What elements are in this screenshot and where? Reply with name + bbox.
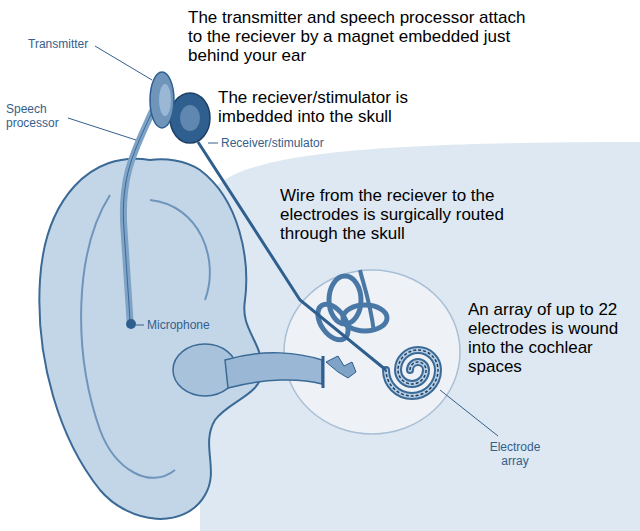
leader-line xyxy=(440,390,498,436)
speech-processor-edge xyxy=(123,112,152,320)
auditory-nerve xyxy=(360,270,374,332)
eardrum xyxy=(322,356,325,388)
ossicles xyxy=(326,356,356,378)
microphone xyxy=(126,319,136,329)
part-label: Receiver/stimulator xyxy=(221,136,361,150)
part-label: Speech processor xyxy=(6,102,70,130)
outer-ear xyxy=(39,159,262,519)
cochlea xyxy=(386,350,438,396)
speech-processor xyxy=(123,112,152,320)
temporal-bone xyxy=(284,270,460,434)
transmitter xyxy=(150,72,174,128)
part-label: Electrode array xyxy=(482,440,548,468)
annotation-note: An array of up to 22 electrodes is wound… xyxy=(468,300,634,376)
leader-line xyxy=(208,143,218,144)
annotation-note: The reciever/stimulator is imbedded into… xyxy=(218,88,468,126)
annotation-note: The transmitter and speech processor att… xyxy=(188,8,528,65)
receiver-magnet xyxy=(180,105,200,131)
electrode-array xyxy=(386,350,438,396)
transmitter-face xyxy=(159,84,171,116)
part-label: Transmitter xyxy=(28,37,98,51)
electrode-wire xyxy=(198,142,386,370)
skull-region xyxy=(200,142,640,531)
part-label: Microphone xyxy=(147,318,237,332)
receiver-stimulator xyxy=(170,93,210,143)
ear-canal xyxy=(225,353,322,388)
leader-line xyxy=(95,46,152,80)
ear-fold xyxy=(81,195,175,478)
leader-line xyxy=(136,325,144,326)
annotation-note: Wire from the reciever to the electrodes… xyxy=(280,186,520,243)
leader-line xyxy=(68,118,136,140)
ear-fold xyxy=(150,200,210,300)
cochlea-duct xyxy=(386,350,438,396)
